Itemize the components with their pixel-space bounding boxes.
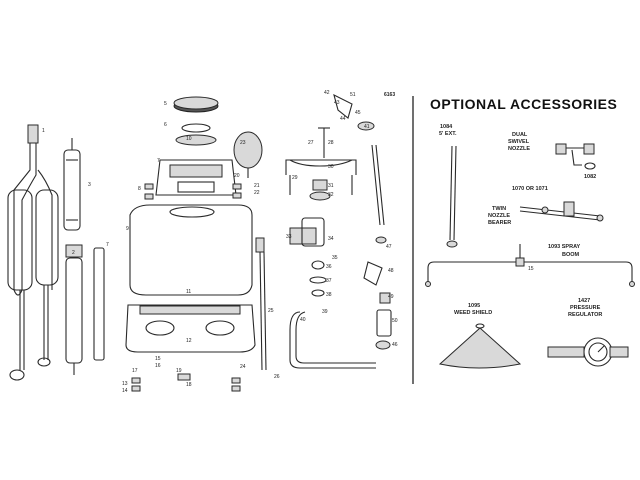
dual-label-line1: DUAL [512, 132, 528, 138]
twin-nozzle-bearer [519, 201, 604, 222]
part-number: 25 [268, 308, 274, 314]
part-number: 27 [308, 140, 314, 146]
dual-label-line2: SWIVEL [508, 139, 530, 145]
spray-wand [255, 237, 267, 371]
boom-desc: BOOM [562, 252, 580, 258]
part-number: 40 [300, 317, 306, 323]
part-number: 20 [234, 173, 240, 179]
shoulder-strap-right [35, 169, 59, 367]
part-number: 43 [334, 100, 340, 106]
nozzle-parts [333, 93, 392, 350]
part-number: 5 [164, 101, 167, 107]
part-number: 21 [254, 183, 260, 189]
part-number: 37 [326, 278, 332, 284]
regulator-number: 1427 [578, 298, 590, 304]
ext-desc: 5' EXT. [439, 131, 457, 137]
part-number: 6 [164, 122, 167, 128]
part-number: 48 [388, 268, 394, 274]
part-number: 28 [328, 140, 334, 146]
extension-5ft [446, 145, 458, 248]
dual-label-line3: NOZZLE [508, 146, 530, 152]
part-number: 35 [332, 255, 338, 261]
part-number: 30 [328, 164, 334, 170]
part-number: 16 [155, 363, 161, 369]
part-number: 7 [157, 158, 160, 164]
part-number: 38 [326, 292, 332, 298]
bearer-label-line3: BEARER [488, 220, 511, 226]
dual-swivel-nozzle [555, 143, 596, 170]
part-number: 39 [322, 309, 328, 315]
hardware-pieces [131, 183, 242, 392]
part-number: 13 [122, 381, 128, 387]
part-number: 46 [392, 342, 398, 348]
shield-desc: WEED SHIELD [454, 310, 492, 316]
part-number: 34 [328, 236, 334, 242]
shutoff-valve [285, 127, 357, 201]
boom-number: 1093 SPRAY [548, 244, 581, 250]
part-number: 24 [240, 364, 246, 370]
tank-lid [173, 96, 219, 146]
tank-base [125, 304, 256, 353]
dual-number: 1082 [584, 174, 596, 180]
ext-number: 1084 [440, 124, 453, 130]
regulator-line1: PRESSURE [570, 305, 601, 311]
boom-part: 15 [528, 266, 534, 272]
part-number: 14 [122, 388, 128, 394]
part-number: 51 [350, 92, 356, 98]
part-number: 36 [326, 264, 332, 270]
part-number: 15 [155, 356, 161, 362]
part-number: 1 [42, 128, 45, 134]
spray-boom [425, 244, 635, 287]
pump-rod [65, 244, 83, 375]
part-number: 44 [340, 116, 346, 122]
part-number: 47 [386, 244, 392, 250]
part-number: 32 [328, 192, 334, 198]
part-number: 29 [292, 175, 298, 181]
accessories-heading: OPTIONAL ACCESSORIES [430, 96, 617, 112]
part-number: 45 [355, 110, 361, 116]
part-number: 9 [126, 226, 129, 232]
pump-cylinder [63, 138, 81, 231]
part-number: 31 [328, 183, 334, 189]
pump-valve [289, 217, 327, 297]
part-number: 3 [88, 182, 91, 188]
part-number: 11 [186, 289, 191, 295]
bearer-number: 1070 OR 1071 [512, 186, 548, 192]
shield-number: 1095 [468, 303, 480, 309]
part-number: 10 [186, 136, 192, 142]
bearer-label-line1: TWIN [492, 206, 506, 212]
part-number: 2 [72, 250, 75, 256]
part-number: 6163 [384, 92, 395, 98]
part-number: 19 [176, 368, 182, 374]
part-number: 41 [364, 124, 370, 130]
pressure-chamber [233, 131, 263, 178]
part-number: 12 [186, 338, 192, 344]
part-number: 7 [106, 242, 109, 248]
part-number: 18 [186, 382, 192, 388]
tank-body [129, 204, 253, 296]
weed-shield [438, 323, 522, 369]
part-number: 8 [138, 186, 141, 192]
pressure-regulator [547, 337, 629, 367]
part-number: 42 [324, 90, 330, 96]
hose [289, 311, 376, 369]
part-number: 23 [240, 140, 246, 146]
part-number: 22 [254, 190, 260, 196]
part-number: 50 [392, 318, 398, 324]
shoulder-strap-left [7, 124, 39, 381]
gasket-strip [93, 247, 105, 361]
part-number: 26 [274, 374, 280, 380]
tank-neck [155, 159, 237, 196]
part-number: 49 [388, 294, 394, 300]
part-number: 17 [132, 368, 138, 374]
part-number: 33 [286, 234, 292, 240]
bearer-label-line2: NOZZLE [488, 213, 510, 219]
regulator-line2: REGULATOR [568, 312, 602, 318]
